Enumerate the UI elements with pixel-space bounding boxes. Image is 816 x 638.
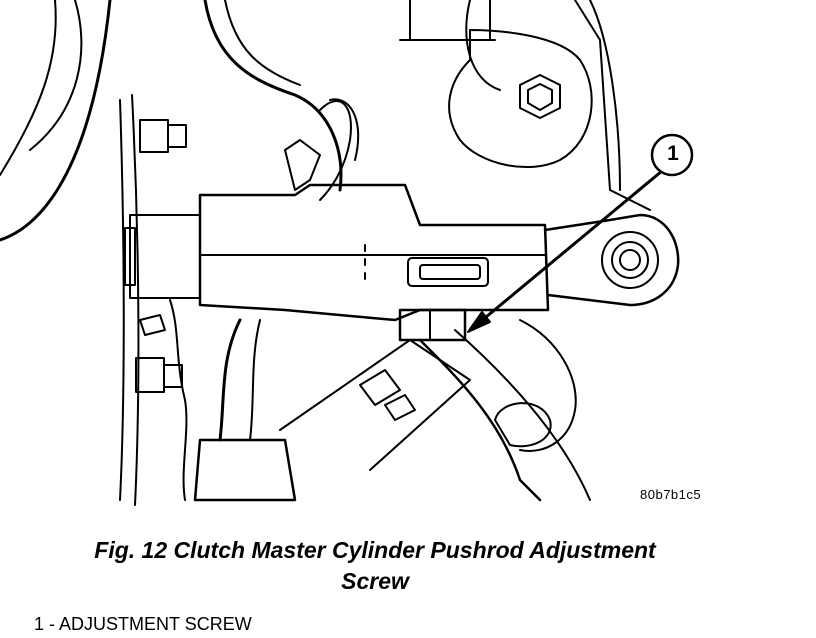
left-clip: [139, 314, 166, 336]
pushrod-slot: [407, 257, 489, 287]
caption-line-2: Screw: [341, 568, 409, 594]
mount-bolt-upper: [139, 119, 169, 153]
callout-leader: [472, 164, 670, 329]
callout-circle: [650, 133, 694, 177]
pushrod-slot-inner: [419, 264, 481, 280]
pedal-bracket-boss: [494, 402, 552, 448]
pedal-support: [448, 29, 593, 168]
body-panel-edge: [0, 0, 112, 242]
wire-2: [224, 0, 301, 86]
figure-caption: Fig. 12 Clutch Master Cylinder Pushrod A…: [0, 535, 750, 597]
clevis-pin-ring: [611, 241, 649, 279]
left-hose: [169, 299, 188, 501]
reservoir-cap: [124, 227, 136, 286]
pushrod: [543, 213, 680, 307]
reservoir-fitting: [129, 214, 201, 299]
lower-harness: [218, 318, 242, 442]
caption-line-1: Fig. 12 Clutch Master Cylinder Pushrod A…: [94, 537, 656, 563]
mount-bolt-lower-head: [163, 364, 183, 388]
adjustment-screw-nut: [398, 308, 467, 342]
clevis-pin-outer: [601, 231, 659, 289]
master-cylinder-body: [198, 183, 550, 322]
pivot-hex-inner: [527, 83, 553, 111]
mount-bolt-lower: [135, 357, 165, 393]
wire-clip: [284, 139, 321, 191]
lower-bracket-tab: [359, 369, 401, 406]
firewall-edge: [119, 99, 125, 501]
support-plate-2: [589, 0, 621, 191]
support-curve: [465, 0, 501, 91]
callout-arrowhead: [467, 311, 491, 333]
lower-harness-2: [249, 319, 261, 441]
mount-bolt-upper-head: [167, 124, 187, 148]
lower-bracket-tab-2: [384, 394, 416, 421]
image-code: 80b7b1c5: [640, 487, 702, 502]
wire-4: [329, 98, 360, 161]
clutch-master-cylinder-illustration: [0, 0, 694, 506]
wire-3: [319, 100, 352, 201]
pedal-bracket-right: [519, 319, 577, 452]
body-panel-inner: [29, 0, 83, 151]
body-panel-outline: [0, 0, 57, 176]
clevis-pin-center: [619, 249, 641, 271]
upper-bracket: [409, 0, 491, 41]
callout-number-1: 1: [667, 142, 679, 165]
pedal-arm: [418, 338, 542, 502]
pivot-hex-nut: [519, 74, 561, 119]
firewall-edge-2: [131, 94, 140, 506]
pedal-arm-edge: [454, 329, 591, 501]
harness-connector: [193, 438, 297, 502]
support-plate: [574, 0, 651, 211]
legend-item-1: 1 - ADJUSTMENT SCREW: [34, 614, 252, 634]
wire-1: [203, 0, 343, 192]
